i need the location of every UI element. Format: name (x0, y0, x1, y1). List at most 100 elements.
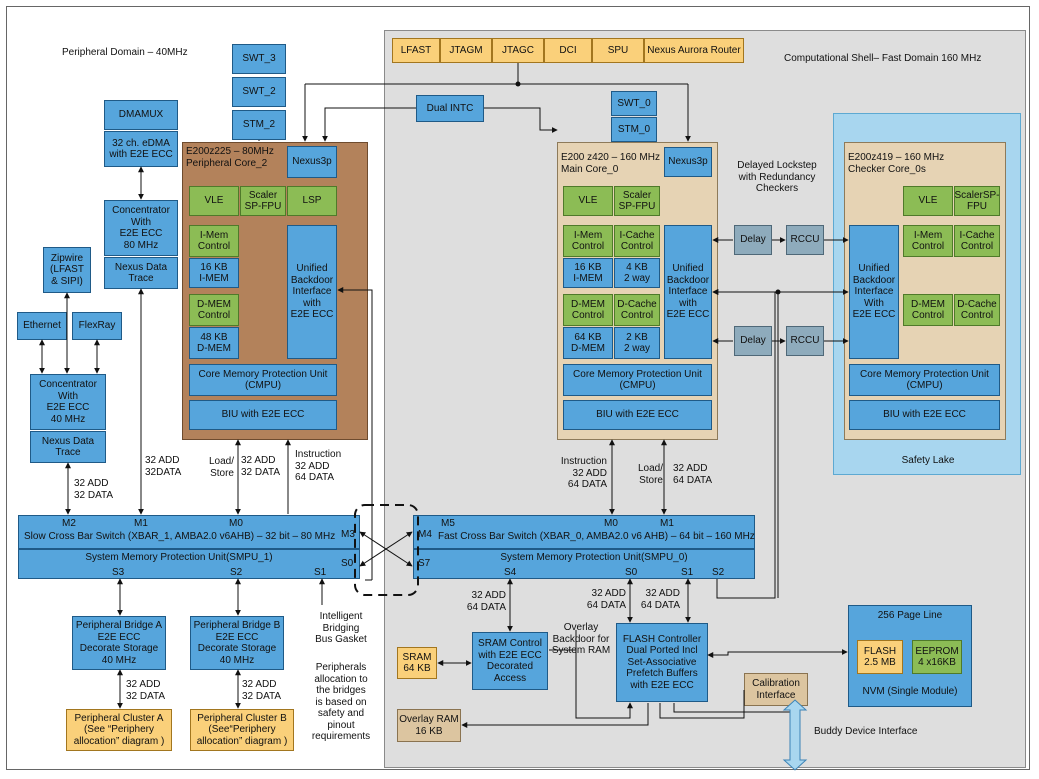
xbar1-title: Slow Cross Bar Switch (XBAR_1, AMBA2.0 v… (24, 531, 336, 542)
core2-cmpu: Core Memory Protection Unit (CMPU) (189, 364, 337, 396)
core0-dmem-control: D-MEM Control (563, 294, 613, 326)
dmamux-block: DMAMUX (104, 100, 178, 130)
xbar1-port-s3: S3 (112, 567, 125, 578)
xbar1-port-m1: M1 (134, 518, 148, 529)
zipwire-block: Zipwire (LFAST & SIPI) (43, 247, 91, 293)
swt0-block: SWT_0 (611, 91, 657, 116)
core0-scaler: Scaler SP-FPU (614, 186, 660, 216)
core2-ls-label: Load/ Store (208, 456, 234, 479)
core0-dcache: 2 KB 2 way (614, 327, 660, 359)
s1-bus-label: 32 ADD 64 DATA (640, 588, 680, 611)
bridge-a-bus-label: 32 ADD 32 DATA (126, 679, 166, 702)
bus-gasket-label: Intelligent Bridging Bus Gasket (315, 611, 367, 645)
bridge-b-bus-label: 32 ADD 32 DATA (242, 679, 282, 702)
smpu1-label: System Memory Protection Unit(SMPU_1) (85, 552, 273, 563)
core2-scaler: Scaler SP-FPU (240, 186, 286, 216)
core0s-imem-control: I-Mem Control (903, 225, 953, 257)
xbar0-port-s4: S4 (504, 567, 517, 578)
nexus-aurora-router-block: Nexus Aurora Router (644, 38, 744, 63)
core0-nexus3p: Nexus3p (664, 147, 712, 177)
concentrator-80-block: Concentrator With E2E ECC 80 MHz (104, 200, 178, 256)
core0s-icache-control: I-Cache Control (954, 225, 1000, 257)
diagram-frame (6, 6, 1030, 770)
core0s-vle: VLE (903, 186, 953, 216)
xbar1-switch (18, 515, 360, 549)
rccu-bottom: RCCU (786, 326, 824, 356)
smpu0-label: System Memory Protection Unit(SMPU_0) (500, 552, 688, 563)
core2-lsp: LSP (287, 186, 337, 216)
lockstep-label: Delayed Lockstep with Redundancy Checker… (737, 160, 817, 194)
xbar0-port-s7: S7 (418, 558, 431, 569)
concentrator-40-block: Concentrator With E2E ECC 40 MHz (30, 374, 106, 430)
conc80-xbar-bus-label: 32 ADD 32DATA (145, 455, 182, 478)
edma-block: 32 ch. eDMA with E2E ECC (104, 131, 178, 167)
core0-vle: VLE (563, 186, 613, 216)
core2-unified-backdoor: Unified Backdoor Interface with E2E ECC (287, 225, 337, 359)
core0-unified-backdoor: Unified Backdoor Interface with E2E ECC (664, 225, 712, 359)
core0-dcache-control: D-Cache Control (614, 294, 660, 326)
peripherals-note: Peripherals allocation to the bridges is… (311, 662, 371, 742)
overlay-ram-block: Overlay RAM 16 KB (397, 709, 461, 742)
jtagc-block: JTAGC (492, 38, 544, 63)
stm0-block: STM_0 (611, 117, 657, 142)
sram-control-block: SRAM Control with E2E ECC Decorated Acce… (472, 632, 548, 690)
core0s-cmpu: Core Memory Protection Unit (CMPU) (849, 364, 1000, 396)
core2-instr-label: Instruction 32 ADD 64 DATA (295, 449, 342, 483)
flash-controller-block: FLASH Controller Dual Ported Incl Set-As… (616, 623, 708, 702)
jtagm-block: JTAGM (440, 38, 492, 63)
core2-imem: 16 KB I-MEM (189, 258, 239, 288)
spu-block: SPU (592, 38, 644, 63)
xbar1-port-m2: M2 (62, 518, 76, 529)
core0-ls-label: Load/ Store (637, 463, 663, 486)
xbar0-port-m5: M5 (441, 518, 455, 529)
core0-cmpu: Core Memory Protection Unit (CMPU) (563, 364, 712, 396)
xbar0-port-s2: S2 (712, 567, 725, 578)
nvm-flash: FLASH 2.5 MB (857, 640, 903, 674)
conc-xbar-bus-label: 32 ADD 32 DATA (74, 478, 114, 501)
xbar0-port-m4: M4 (418, 529, 432, 540)
lfast-block: LFAST (392, 38, 440, 63)
core0s-dmem-control: D-MEM Control (903, 294, 953, 326)
core0-instr-label: Instruction 32 ADD 64 DATA (560, 456, 607, 490)
core0-ls-width-label: 32 ADD 64 DATA (673, 463, 713, 486)
dci-block: DCI (544, 38, 592, 63)
core2-dmem: 48 KB D-MEM (189, 327, 239, 359)
nvm-eeprom: EEPROM 4 x16KB (912, 640, 962, 674)
core0s-biu: BIU with E2E ECC (849, 400, 1000, 430)
xbar1-port-m3: M3 (341, 529, 355, 540)
swt2-block: SWT_2 (232, 77, 286, 107)
core0-title: E200 z420 – 160 MHz Main Core_0 (561, 152, 660, 175)
xbar0-port-m0: M0 (604, 518, 618, 529)
core2-title: E200z225 – 80MHz Peripheral Core_2 (186, 146, 274, 169)
core0-biu: BIU with E2E ECC (563, 400, 712, 430)
computational-domain-label: Computational Shell– Fast Domain 160 MHz (784, 53, 982, 64)
peripheral-cluster-b: Peripheral Cluster B (See“Periphery allo… (190, 709, 294, 751)
stm2-block: STM_2 (232, 110, 286, 140)
smpu0 (413, 549, 755, 579)
dual-intc-block: Dual INTC (416, 95, 484, 122)
core0-icache: 4 KB 2 way (614, 258, 660, 288)
xbar1-port-s2: S2 (230, 567, 243, 578)
nvm-footer: NVM (Single Module) (862, 686, 958, 697)
xbar0-switch (413, 515, 755, 549)
xbar0-port-s0: S0 (625, 567, 638, 578)
calibration-interface-block: Calibration Interface (744, 673, 808, 706)
rccu-top: RCCU (786, 225, 824, 255)
safety-lake-label: Safety Lake (901, 455, 955, 466)
core2-nexus3p: Nexus3p (287, 146, 337, 178)
xbar1-port-s1: S1 (314, 567, 327, 578)
xbar0-port-s1: S1 (681, 567, 694, 578)
core2-dmem-control: D-MEM Control (189, 294, 239, 326)
peripheral-bridge-a: Peripheral Bridge A E2E ECC Decorate Sto… (72, 616, 166, 670)
core0-dmem: 64 KB D-MEM (563, 327, 613, 359)
swt3-block: SWT_3 (232, 44, 286, 74)
core0s-scaler: ScalerSP- FPU (954, 186, 1000, 216)
peripheral-bridge-b: Peripheral Bridge B E2E ECC Decorate Sto… (190, 616, 284, 670)
buddy-device-label: Buddy Device Interface (814, 726, 918, 737)
core2-imem-control: I-Mem Control (189, 225, 239, 257)
core0-imem-control: I-Mem Control (563, 225, 613, 257)
core0s-unified-backdoor: Unified Backdoor Interface With E2E ECC (849, 225, 899, 359)
core0-imem: 16 KB I-MEM (563, 258, 613, 288)
xbar1-port-s0: S0 (341, 558, 354, 569)
peripheral-domain-label: Peripheral Domain – 40MHz (62, 47, 188, 58)
